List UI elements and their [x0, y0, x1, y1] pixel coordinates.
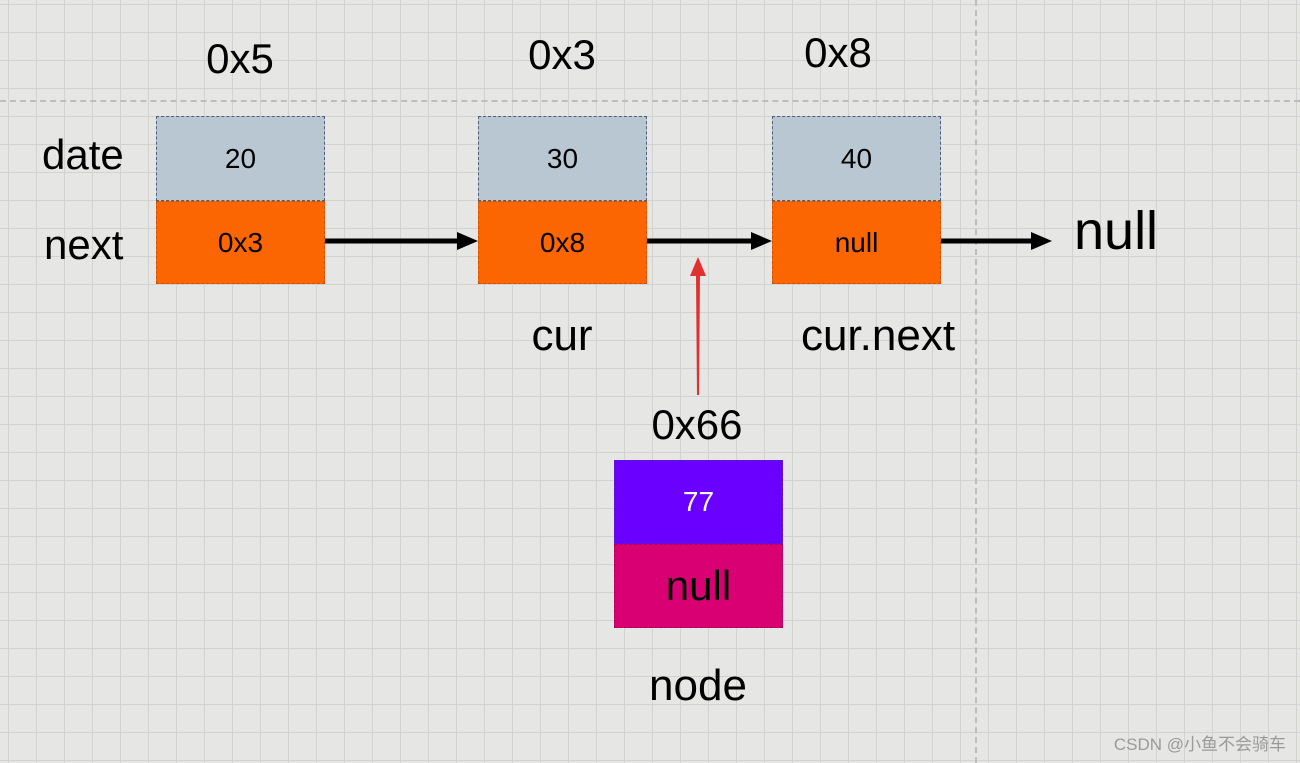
node-address: 0x3	[528, 31, 596, 78]
row-label-next: next	[44, 221, 124, 268]
node-caption: cur	[531, 311, 593, 360]
new-node-next-cell: null	[614, 544, 783, 628]
node-next-cell: 0x3	[156, 201, 325, 284]
new-node-data-cell: 77	[614, 460, 783, 544]
node-caption: cur.next	[800, 311, 956, 360]
node-address: 0x8	[804, 29, 872, 76]
node-next-cell: null	[772, 201, 941, 284]
list-tail-null: null	[1074, 201, 1159, 261]
node-next-cell: 0x8	[478, 201, 647, 284]
new-node-address: 0x66	[651, 401, 743, 448]
node-data-cell: 40	[772, 116, 941, 201]
new-node-caption: node	[649, 661, 747, 710]
link-arrow	[325, 232, 478, 250]
node-data-cell: 30	[478, 116, 647, 201]
node-data-cell: 20	[156, 116, 325, 201]
row-label-data: date	[42, 131, 124, 178]
watermark: CSDN @小鱼不会骑车	[1113, 735, 1286, 754]
horizontal-guide-line	[0, 100, 1300, 102]
link-arrow	[941, 232, 1052, 250]
link-arrow	[647, 232, 772, 250]
vertical-guide-line	[975, 0, 977, 763]
insert-pointer-arrow	[690, 257, 706, 395]
node-address: 0x5	[206, 35, 274, 82]
